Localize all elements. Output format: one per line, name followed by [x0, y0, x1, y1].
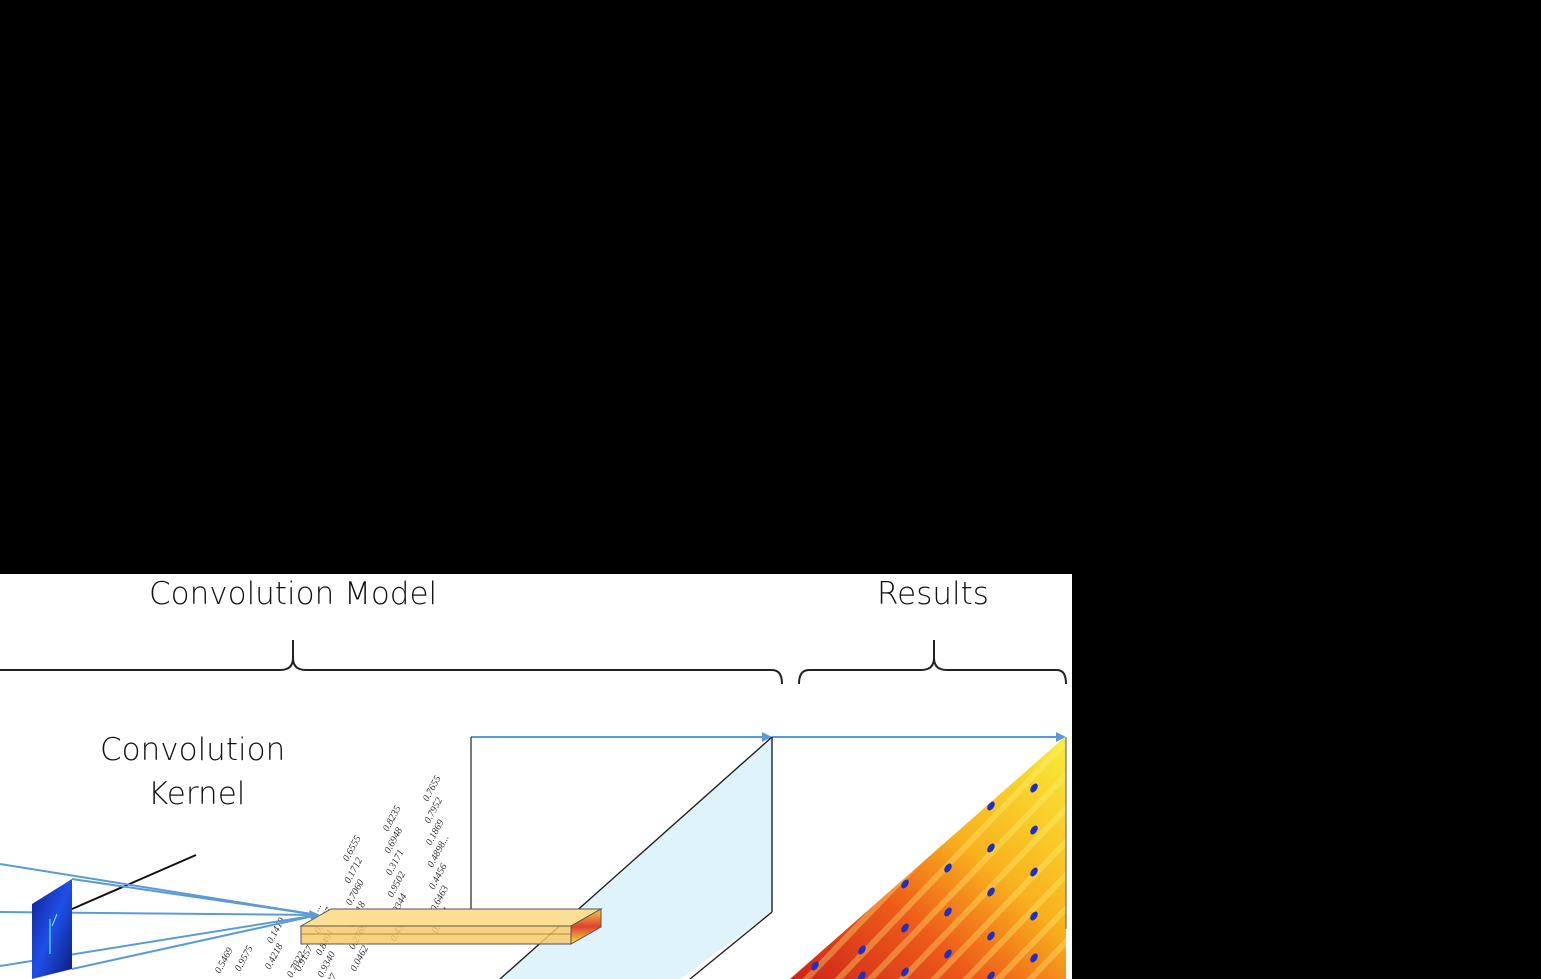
- convolution-model-bracket: [0, 640, 783, 685]
- result-dot: [901, 879, 909, 889]
- matrix-value: 0.5469: [213, 946, 236, 975]
- result-stripe: [885, 741, 1066, 979]
- ray-arrowhead: [309, 910, 320, 920]
- sliding-window-bar: [299, 908, 603, 945]
- matrix-value: 0.4218: [263, 942, 286, 971]
- result-dots: [811, 783, 1038, 979]
- result-stripe: [949, 741, 1066, 979]
- matrix-value: 0.6787: [317, 971, 340, 979]
- top-arrow-left: [471, 732, 772, 742]
- result-dot: [1030, 867, 1038, 877]
- result-dot: [944, 907, 952, 917]
- result-dot: [987, 887, 995, 897]
- result-stripe: [917, 741, 1066, 979]
- volume-diag-2: [689, 911, 773, 979]
- result-dot: [1030, 783, 1038, 793]
- top-arrow-right: [772, 732, 1066, 742]
- result-dot: [1030, 911, 1038, 921]
- diagram-panel: ...0.03570.84910.93400.67870.75770.65550…: [0, 574, 1072, 979]
- convolution-kernel: [32, 879, 72, 979]
- result-stripe: [853, 741, 1066, 979]
- result-stripe: [821, 741, 1066, 979]
- result-dot: [858, 971, 866, 979]
- result-dot: [944, 949, 952, 959]
- matrix-value: 0.9575: [233, 944, 256, 973]
- convolution-kernel-label-line2: Kernel: [148, 776, 246, 812]
- projection-ray: [71, 914, 319, 970]
- result-dot: [944, 863, 952, 873]
- result-stripe: [1013, 741, 1066, 979]
- result-dot: [987, 931, 995, 941]
- result-dot: [901, 923, 909, 933]
- result-dot: [987, 971, 995, 979]
- result-dot: [901, 967, 909, 977]
- result-dot: [1030, 825, 1038, 835]
- convolution-kernel-label-line1: Convolution: [100, 732, 286, 768]
- results-bracket: [798, 640, 1067, 685]
- result-dot: [987, 843, 995, 853]
- projection-ray: [71, 878, 319, 916]
- result-dot: [1030, 953, 1038, 963]
- matrix-values: ...0.03570.84910.93400.67870.75770.65550…: [213, 774, 453, 979]
- result-dot: [858, 945, 866, 955]
- result-dot: [987, 801, 995, 811]
- results-label: Results: [877, 576, 989, 612]
- convolution-model-label: Convolution Model: [149, 576, 438, 612]
- results-heatmap: [790, 736, 1066, 979]
- result-stripe: [981, 741, 1066, 979]
- diagram-canvas: ...0.03570.84910.93400.67870.75770.65550…: [0, 640, 1067, 979]
- kernel-pointer: [71, 854, 197, 910]
- result-dot: [811, 961, 819, 971]
- matrix-value: ...: [311, 902, 324, 914]
